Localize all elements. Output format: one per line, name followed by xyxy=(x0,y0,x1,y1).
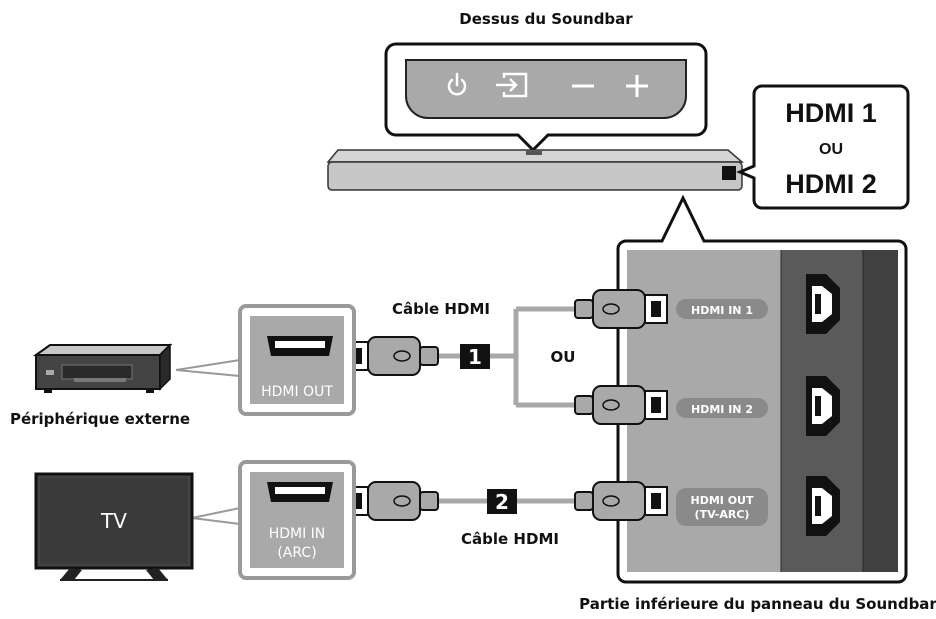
callout-hdmi2: HDMI 2 xyxy=(785,169,877,199)
port-label-hdmi-out: HDMI OUT xyxy=(691,494,754,507)
external-device-label: Périphérique externe xyxy=(10,410,190,428)
hdmi-port-callout: HDMI 1 OU HDMI 2 xyxy=(736,84,910,210)
step-number-1: 1 xyxy=(468,345,482,369)
cable-label-top: Câble HDMI xyxy=(392,300,490,318)
hdmi-plug-right-1 xyxy=(574,289,668,329)
step-badge-2 xyxy=(487,489,517,514)
hdmi-socket-2 xyxy=(806,376,840,436)
input-source-icon xyxy=(496,72,528,98)
port-label-hdmi-in1: HDMI IN 1 xyxy=(691,304,753,317)
callout-hdmi1: HDMI 1 xyxy=(785,98,877,128)
cable-lines xyxy=(438,306,575,504)
tv-port-label: HDMI IN xyxy=(269,526,326,542)
top-caption: Dessus du Soundbar xyxy=(459,10,633,28)
soundbar-port-area xyxy=(722,166,736,180)
hdmi-plug-right-3 xyxy=(574,481,668,521)
hdmi-plug-left-bottom xyxy=(345,481,439,521)
ou-label: OU xyxy=(551,348,576,366)
tv-port-arc-label: (ARC) xyxy=(277,545,316,561)
external-device-icon xyxy=(32,343,173,393)
tv-port-callout: HDMI IN (ARC) xyxy=(191,460,356,580)
hdmi-socket-1 xyxy=(806,274,840,334)
step-badge-1 xyxy=(460,344,490,369)
tv-icon: TV xyxy=(34,472,194,581)
bottom-caption: Partie inférieure du panneau du Soundbar xyxy=(579,595,936,613)
step-number-2: 2 xyxy=(495,490,509,514)
soundbar-top-callout xyxy=(384,42,708,153)
hdmi-socket-3 xyxy=(806,476,840,536)
volume-up-icon xyxy=(626,75,648,97)
port-label-hdmi-in2: HDMI IN 2 xyxy=(691,403,753,416)
device-port-callout: HDMI OUT xyxy=(175,304,356,416)
cable-label-bottom: Câble HDMI xyxy=(461,530,559,548)
callout-ou: OU xyxy=(819,141,843,158)
port-label-tv-arc: (TV-ARC) xyxy=(695,508,750,521)
hdmi-plug-left-top xyxy=(345,336,439,376)
power-icon xyxy=(447,72,467,96)
tv-label: TV xyxy=(100,509,127,533)
device-port-label: HDMI OUT xyxy=(261,384,333,400)
hdmi-plug-right-2 xyxy=(574,385,668,425)
soundbar xyxy=(326,149,745,191)
